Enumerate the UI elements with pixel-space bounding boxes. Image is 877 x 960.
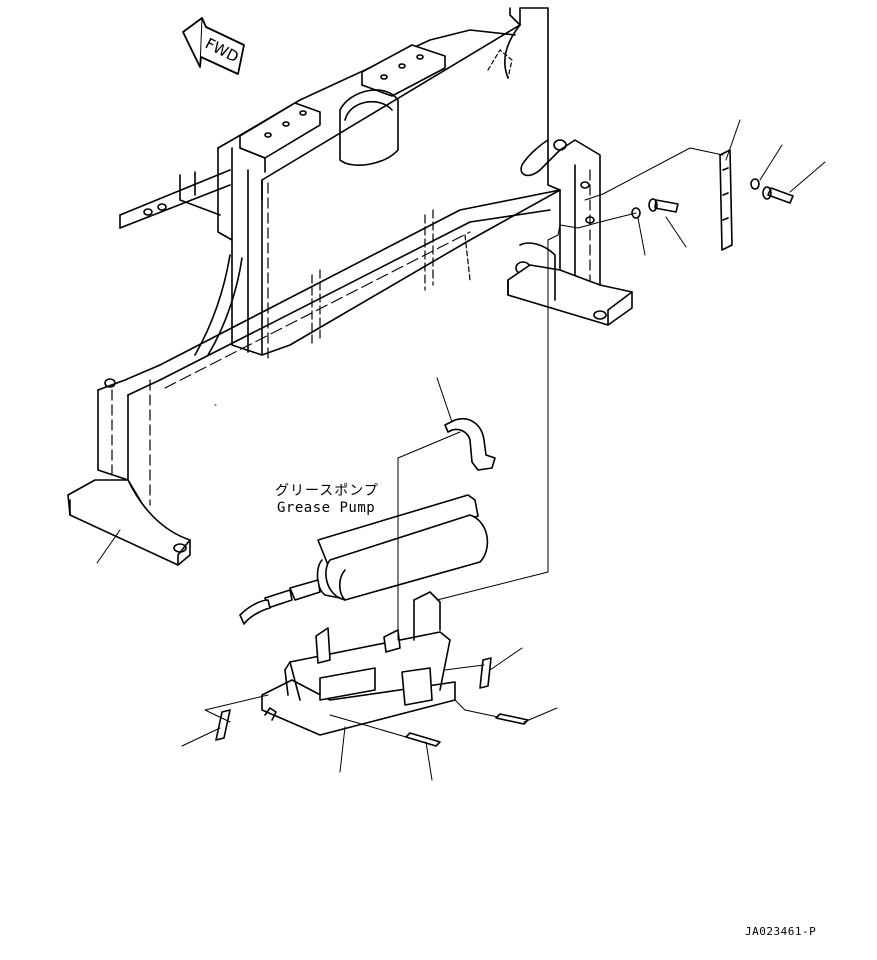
grease-pump-label-jp: グリースポンプ bbox=[275, 483, 379, 499]
tag-upper-right bbox=[479, 657, 492, 689]
frame-assembly bbox=[67, 7, 633, 566]
bolt-right bbox=[762, 186, 794, 204]
fwd-arrow-icon: FWD bbox=[182, 17, 245, 75]
leader-lines bbox=[96, 119, 826, 781]
bolt-middle bbox=[648, 198, 679, 213]
tag-bottom bbox=[405, 732, 441, 747]
washer-middle bbox=[631, 207, 641, 219]
washer-right bbox=[750, 178, 760, 190]
pump-clamp bbox=[444, 418, 496, 471]
drawing-code: JA023461-P bbox=[745, 925, 817, 938]
hinge-bracket bbox=[719, 149, 733, 251]
pump-tray bbox=[261, 591, 456, 736]
tag-left bbox=[215, 709, 231, 741]
tag-right bbox=[495, 713, 529, 725]
grease-pump-label-en: Grease Pump bbox=[277, 500, 376, 516]
